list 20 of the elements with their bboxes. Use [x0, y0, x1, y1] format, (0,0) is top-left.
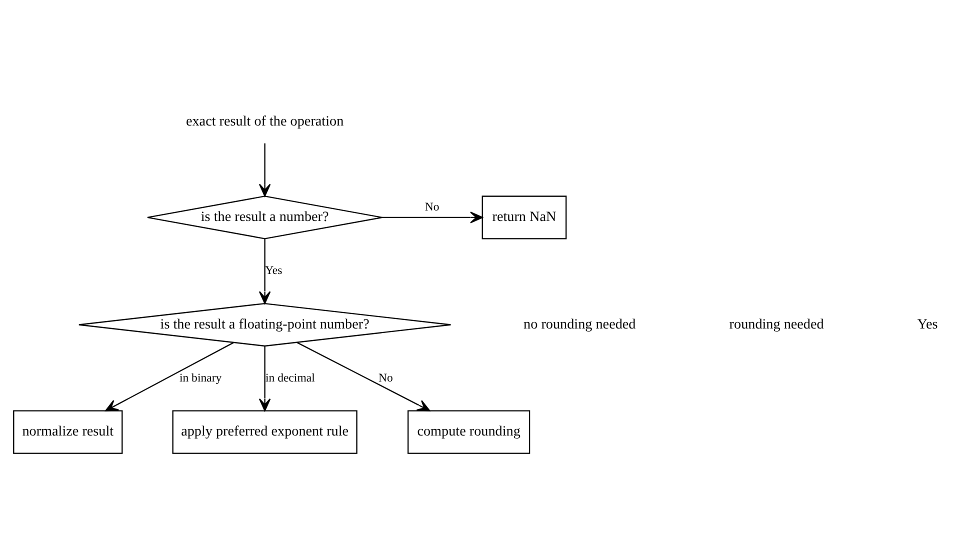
label: Yes: [917, 316, 938, 332]
arrow: [258, 238, 271, 304]
node-box: compute rounding: [408, 410, 530, 454]
arrow: [105, 342, 234, 412]
label: no rounding needed: [524, 316, 636, 332]
node-diamond: is the result a number?: [146, 196, 383, 240]
label: rounding needed: [729, 316, 824, 332]
edge-label: in decimal: [265, 370, 315, 384]
node-text: exact result of the operation: [186, 114, 344, 130]
node-box: return NaN: [482, 196, 567, 240]
node-diamond: is the result a floating-point number?: [78, 302, 452, 347]
arrow: [382, 212, 483, 224]
arrow: [258, 346, 271, 412]
edge-label: No: [378, 370, 393, 384]
arrow: [258, 143, 271, 197]
arrow: [296, 342, 430, 412]
node-box: apply preferred exponent rule: [172, 410, 358, 454]
node-box: normalize result: [13, 410, 123, 454]
edge-label: in binary: [179, 370, 222, 384]
edge-label: No: [424, 199, 440, 214]
